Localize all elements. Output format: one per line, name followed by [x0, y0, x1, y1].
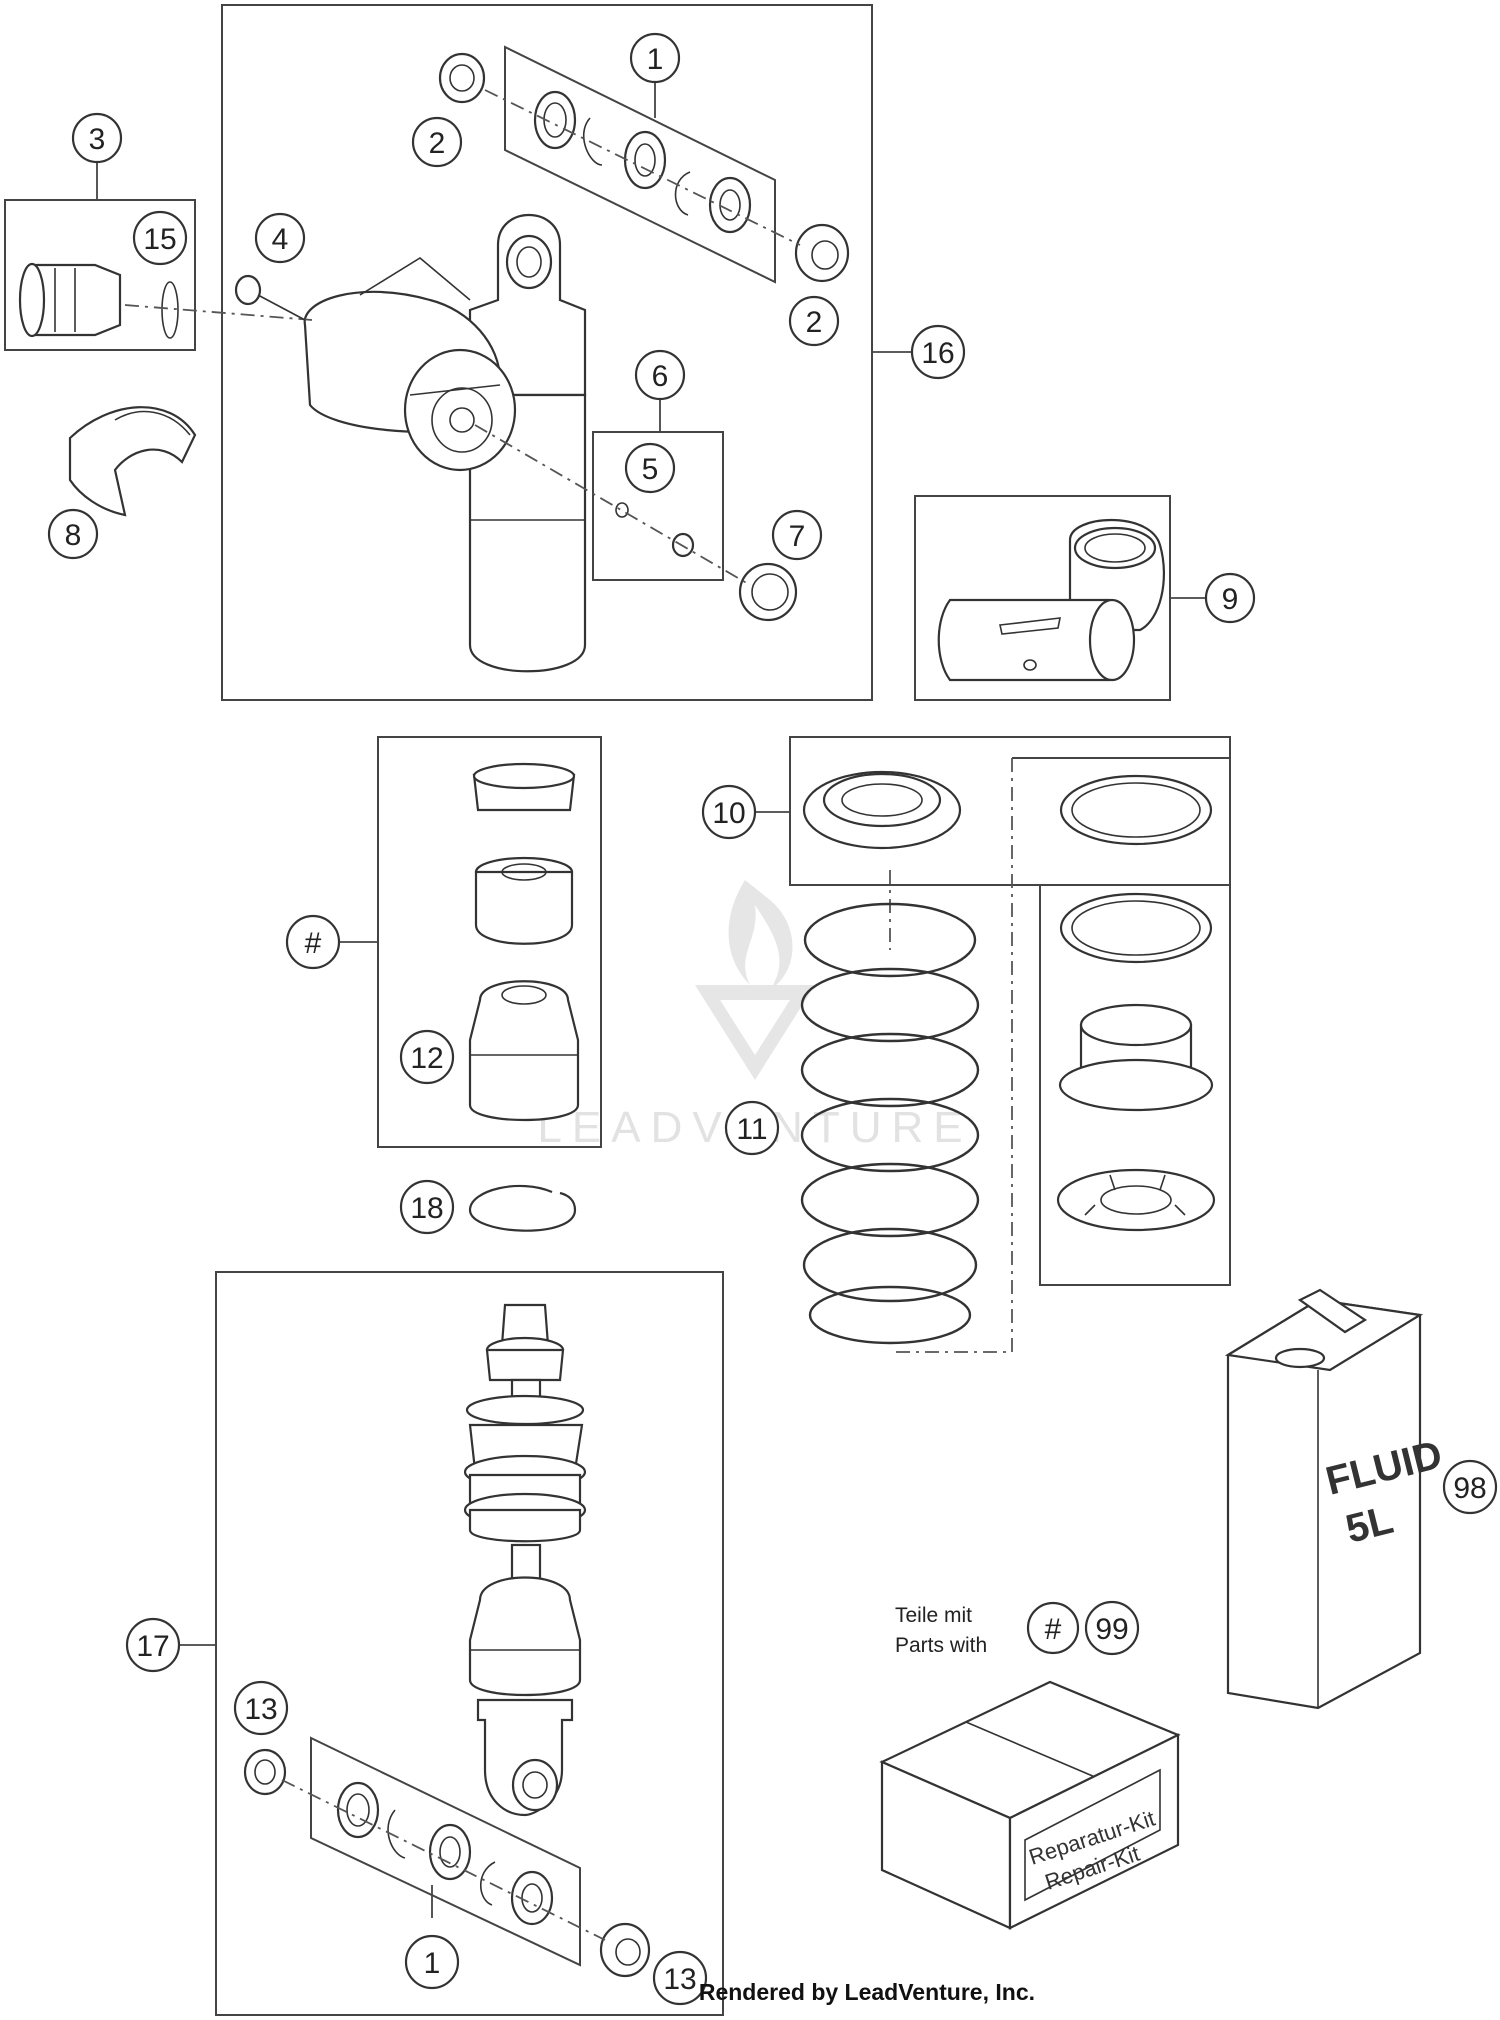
svg-text:9: 9 [1222, 583, 1239, 616]
kit-1-top-parts [533, 90, 752, 234]
adjuster-parts [615, 502, 798, 622]
note-line-2: Parts with [895, 1634, 987, 1657]
shock-body [303, 213, 587, 673]
note-line-1: Teile mit [895, 1604, 972, 1627]
svg-text:17: 17 [136, 1630, 169, 1663]
reservoir-assembly [937, 518, 1165, 682]
callout-8: 8 [47, 508, 99, 560]
circlip-18 [468, 1184, 577, 1232]
callout-hash-legend: # [1026, 1601, 1080, 1655]
svg-text:18: 18 [410, 1192, 443, 1225]
callout-4: 4 [254, 212, 306, 264]
callout-5: 5 [624, 442, 676, 494]
svg-text:99: 99 [1095, 1613, 1128, 1646]
svg-text:6: 6 [652, 360, 669, 393]
damper-rod-assembly [463, 1303, 587, 1817]
centerline [890, 758, 1013, 1353]
frame-17 [215, 1271, 724, 2016]
svg-text:12: 12 [410, 1042, 443, 1075]
fluid-can-label-2: 5L [1342, 1498, 1398, 1552]
frame-6 [592, 431, 724, 581]
kit-hash-parts [468, 762, 580, 1122]
callout-hash: # [285, 914, 341, 970]
kit-1-bottom-parts [336, 1781, 554, 1926]
svg-text:#: # [1045, 1613, 1062, 1646]
frame-1-top [504, 45, 776, 284]
callout-3: 3 [71, 112, 123, 164]
callout-1-bottom: 1 [404, 1934, 460, 1990]
seal-2-top-right [794, 223, 850, 283]
callout-1-top: 1 [629, 32, 681, 84]
callout-99: 99 [1084, 1600, 1140, 1656]
spring-11 [800, 902, 980, 1345]
callout-16: 16 [910, 324, 966, 380]
spring-kit-parts [1056, 774, 1216, 1232]
callout-10: 10 [701, 784, 757, 840]
fluid-can: FLUID 5L [1224, 1288, 1446, 1710]
svg-text:4: 4 [272, 223, 289, 256]
svg-text:#: # [305, 927, 322, 960]
frame-spring-kit [1012, 757, 1231, 1286]
svg-text:98: 98 [1453, 1472, 1486, 1505]
callout-2-top-right: 2 [788, 295, 840, 347]
svg-text:1: 1 [647, 43, 664, 76]
callout-2-top-left: 2 [411, 116, 463, 168]
callout-15: 15 [132, 210, 188, 266]
svg-text:13: 13 [244, 1693, 277, 1726]
spring-retainer-10 [802, 770, 962, 850]
svg-text:13: 13 [663, 1963, 696, 1996]
callout-9: 9 [1204, 572, 1256, 624]
reservoir-cap [18, 262, 179, 339]
valve-4 [234, 274, 306, 321]
svg-text:2: 2 [806, 306, 823, 339]
callout-12: 12 [399, 1029, 455, 1085]
callout-98: 98 [1442, 1459, 1498, 1515]
frame-3 [4, 199, 196, 351]
svg-text:3: 3 [89, 123, 106, 156]
svg-text:1: 1 [424, 1947, 441, 1980]
svg-text:7: 7 [789, 520, 806, 553]
seal-2-top-left [438, 52, 486, 104]
leader-lines [96, 82, 1205, 1918]
protector-sleeve [68, 406, 197, 517]
svg-text:11: 11 [736, 1113, 767, 1146]
callout-17: 17 [125, 1617, 181, 1673]
seal-13-right [599, 1922, 651, 1978]
callout-6: 6 [634, 349, 686, 401]
footer-credit: Rendered by LeadVenture, Inc. [699, 1979, 1035, 2005]
svg-text:10: 10 [712, 797, 745, 830]
svg-text:5: 5 [642, 453, 659, 486]
seal-13-left [243, 1748, 287, 1796]
frame-1-bottom [310, 1736, 581, 1967]
callout-18: 18 [399, 1179, 455, 1235]
callout-11: 11 [724, 1100, 780, 1156]
callout-13-top: 13 [233, 1680, 289, 1736]
callout-7: 7 [771, 509, 823, 561]
svg-text:16: 16 [921, 337, 954, 370]
callout-13-bottom: 13 [652, 1950, 708, 2006]
svg-text:8: 8 [65, 519, 82, 552]
svg-text:15: 15 [143, 223, 176, 256]
svg-text:2: 2 [429, 127, 446, 160]
repair-kit-box: Reparatur-Kit Repair-Kit [879, 1680, 1181, 1930]
